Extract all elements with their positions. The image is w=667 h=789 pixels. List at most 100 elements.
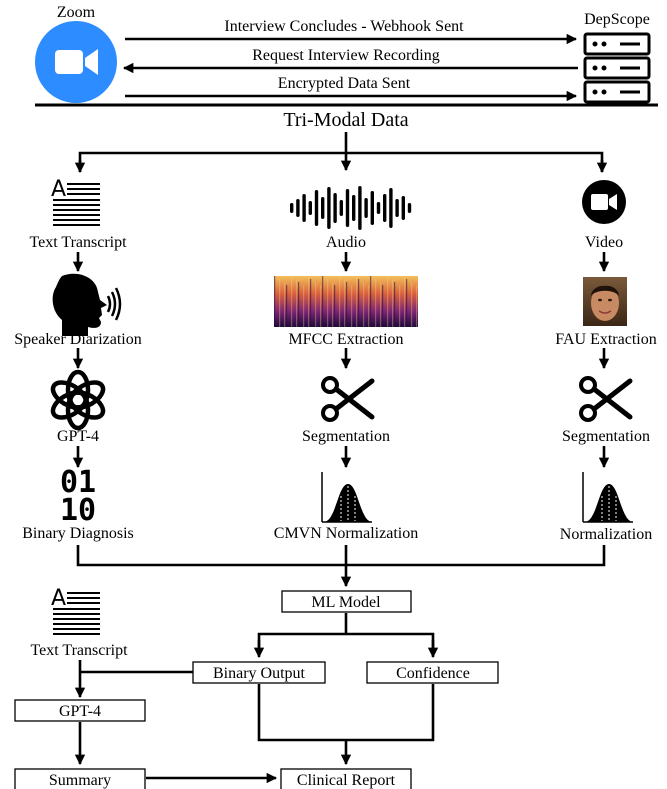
message-encrypted: Encrypted Data Sent	[278, 75, 411, 92]
spectrogram-stripe	[368, 285, 370, 327]
spectrogram-stripe	[274, 276, 276, 327]
label-ml-model: ML Model	[311, 594, 381, 611]
waveform-bar	[308, 201, 312, 215]
spectrogram-stripe	[322, 276, 324, 327]
spectrogram-stripe	[346, 282, 348, 327]
spectrogram-stripe	[356, 276, 358, 327]
summary-box	[14, 768, 146, 789]
label-summary: Summary	[49, 772, 111, 789]
spectrogram-stripe	[351, 285, 353, 327]
spectrogram-stripe	[284, 282, 286, 327]
spectrogram-stripe	[315, 282, 317, 327]
waveform-bar	[321, 197, 325, 219]
zoom-logo	[35, 21, 117, 103]
spectrogram-stripe	[370, 276, 372, 327]
waveform-bar	[314, 190, 319, 226]
label-segmentation-audio: Segmentation	[302, 428, 390, 445]
waveform-bar	[327, 187, 331, 229]
spectrogram-stripe	[404, 276, 406, 327]
waveform-bar	[290, 203, 294, 213]
label-segmentation-video: Segmentation	[562, 428, 650, 445]
label-binary-diagnosis: Binary Diagnosis	[22, 525, 134, 542]
label-video: Video	[585, 234, 623, 251]
label-fau-extraction: FAU Extraction	[555, 331, 656, 348]
waveform-bar	[339, 200, 343, 216]
label-clinical-report: Clinical Report	[297, 772, 396, 789]
confidence-box	[366, 661, 499, 684]
model-split-line	[257, 632, 435, 655]
label-audio: Audio	[326, 234, 366, 251]
spectrogram-stripe	[308, 276, 310, 327]
spectrogram-stripe	[339, 276, 341, 327]
waveform-bar	[407, 203, 412, 213]
label-binary-output: Binary Output	[213, 665, 306, 682]
tri-modal-title: Tri-Modal Data	[283, 109, 408, 131]
label-confidence: Confidence	[396, 665, 470, 682]
spectrogram-stripe	[382, 285, 384, 327]
spectrogram-stripe	[416, 285, 418, 327]
spectrogram-stripe	[296, 279, 298, 327]
clinical-report-box	[280, 768, 412, 789]
merge-line	[76, 545, 606, 567]
binary-digits-top: 01	[60, 465, 96, 500]
bell-curve-icon	[321, 472, 372, 523]
label-text-transcript-lower: Text Transcript	[30, 642, 128, 659]
spectrogram-stripe	[332, 282, 334, 327]
waveform-bar	[352, 195, 356, 221]
spectrogram-stripe	[375, 279, 377, 327]
waveform-bar	[395, 199, 399, 217]
spectrogram-icon	[274, 276, 418, 327]
scissors-icon	[321, 376, 375, 422]
ml-model-box	[281, 590, 412, 613]
gpt4-box	[14, 699, 146, 722]
video-circle-icon	[582, 180, 626, 224]
spectrogram-stripe	[394, 282, 396, 327]
waveform-bar	[364, 198, 368, 218]
openai-knot-icon	[50, 369, 106, 431]
label-text-transcript: Text Transcript	[29, 234, 127, 251]
video-camera-icon	[55, 49, 98, 75]
document-lines-icon: A	[51, 177, 100, 226]
label-mfcc-extraction: MFCC Extraction	[288, 331, 403, 348]
face-photo-icon	[583, 277, 627, 326]
waveform-icon	[290, 186, 412, 230]
label-gpt4-lower: GPT-4	[59, 703, 101, 720]
label-speaker-diarization: Speaker Diarization	[14, 331, 142, 348]
zoom-label: Zoom	[57, 4, 96, 21]
document-letter-lower: A	[51, 586, 66, 611]
label-cmvn-normalization: CMVN Normalization	[274, 525, 418, 542]
spectrogram-stripe	[291, 276, 293, 327]
spectrogram-stripe	[279, 279, 281, 327]
spectrogram-stripe	[310, 279, 312, 327]
spectrogram-stripe	[327, 279, 329, 327]
waveform-bar	[383, 194, 387, 222]
spectrogram-stripe	[320, 285, 322, 327]
waveform-bar	[296, 199, 300, 217]
bell-curve-icon-video	[582, 472, 633, 523]
depscope-label: DepScope	[584, 11, 650, 28]
message-request: Request Interview Recording	[252, 47, 440, 64]
spectrogram-stripe	[399, 285, 401, 327]
waveform-bar	[376, 202, 381, 214]
label-gpt4-text: GPT-4	[57, 428, 99, 445]
waveform-bar	[389, 188, 393, 228]
waveform-bar	[358, 186, 362, 230]
spectrogram-stripe	[344, 279, 346, 327]
spectrogram-stripe	[286, 285, 288, 327]
spectrogram-stripe	[334, 285, 336, 327]
spectrogram-stripe	[392, 279, 394, 327]
waveform-bar	[333, 193, 337, 223]
scissors-icon-video	[579, 376, 633, 422]
waveform-bar	[370, 191, 374, 225]
message-webhook: Interview Concludes - Webhook Sent	[224, 18, 464, 35]
spectrogram-stripe	[380, 282, 382, 327]
binary-digits-icon: 01 10	[60, 465, 96, 528]
spectrogram-stripe	[387, 276, 389, 327]
spectrogram-stripe	[358, 279, 360, 327]
spectrogram-stripe	[303, 285, 305, 327]
outputs-join-line	[257, 684, 435, 742]
split-line	[78, 151, 604, 172]
waveform-bar	[401, 196, 405, 220]
spectrogram-stripe	[406, 279, 408, 327]
server-rack-icon	[583, 32, 651, 104]
